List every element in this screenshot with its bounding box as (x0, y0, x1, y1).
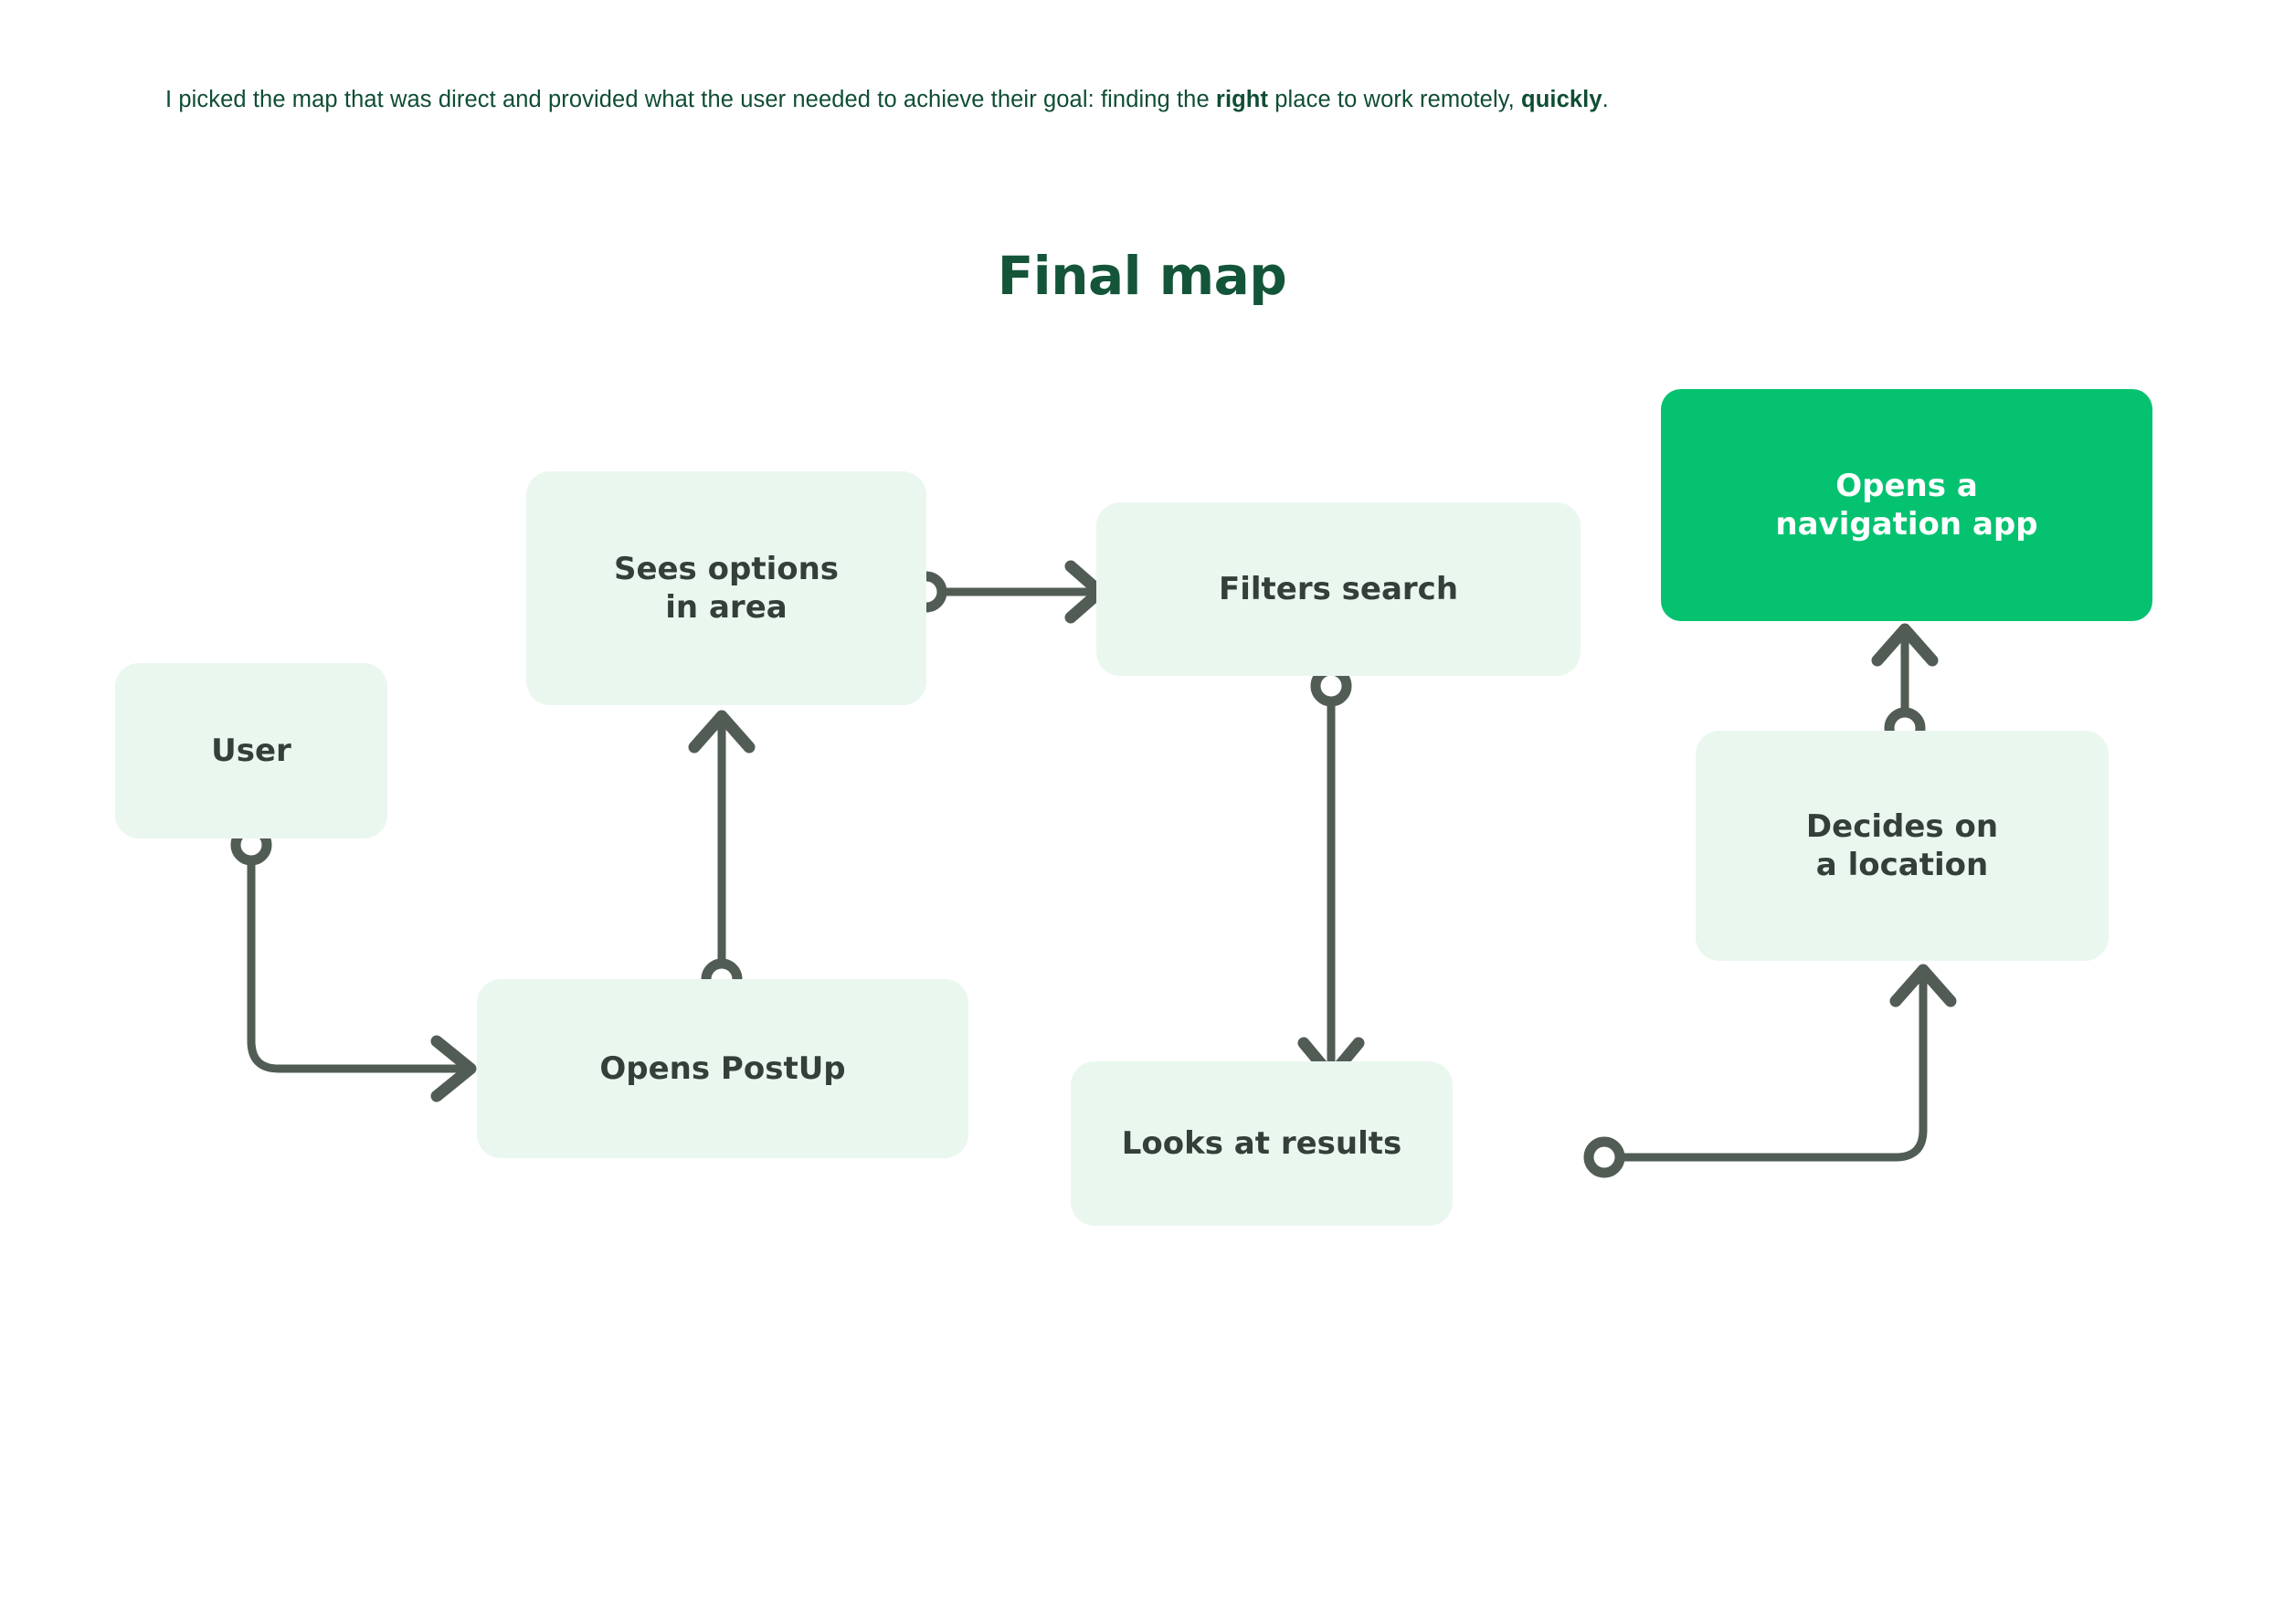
flow-node-label-line1: Sees options (613, 550, 840, 587)
flow-node-label-line2: a location (1815, 847, 1989, 883)
intro-text-suffix: . (1602, 87, 1609, 112)
intro-text-prefix: I picked the map that was direct and pro… (165, 87, 1216, 112)
flow-node-decides-on-a-location[interactable]: Decides on a location (1696, 731, 2109, 961)
flow-node-user[interactable]: User (115, 663, 387, 838)
flow-node-label-line2: navigation app (1775, 506, 2038, 543)
edge-decides-to-opens-nav (1871, 623, 1939, 749)
arrowhead-icon (1871, 623, 1939, 667)
flow-node-label: User (211, 732, 291, 769)
edge-sees-options-to-filters-search (905, 560, 1106, 624)
arrowhead-icon (688, 710, 756, 754)
flow-node-opens-a-navigation-app[interactable]: Opens a navigation app (1661, 389, 2152, 621)
flow-node-label: Sees options in area (614, 550, 839, 627)
flow-node-label-line1: Opens a (1835, 467, 1978, 504)
flow-node-label: Opens PostUp (599, 1049, 846, 1087)
edge-filters-search-to-looks-results (1297, 665, 1365, 1082)
arrowhead-icon (430, 1035, 477, 1102)
connector-dot-icon (1583, 1136, 1625, 1178)
intro-caption: I picked the map that was direct and pro… (165, 84, 2130, 115)
flow-node-filters-search[interactable]: Filters search (1096, 502, 1581, 676)
edge-user-to-opens-postup (230, 824, 477, 1102)
flow-node-label: Decides on a location (1806, 807, 1998, 885)
flow-node-sees-options[interactable]: Sees options in area (526, 471, 926, 705)
flow-node-label-line2: in area (665, 589, 788, 626)
edge-path (247, 852, 466, 1073)
edge-looks-results-to-decides (1583, 964, 1957, 1178)
intro-bold-quickly: quickly (1521, 87, 1602, 112)
intro-bold-right: right (1215, 87, 1269, 112)
flow-node-label: Looks at results (1121, 1124, 1402, 1162)
flow-node-label: Filters search (1218, 570, 1459, 607)
flow-node-label-line1: Decides on (1805, 807, 1999, 845)
arrowhead-icon (1889, 964, 1957, 1007)
edge-path (1615, 971, 1928, 1162)
flow-node-opens-postup[interactable]: Opens PostUp (477, 979, 968, 1158)
page-title: Final map (997, 245, 1287, 307)
edge-opens-postup-to-sees-options (688, 710, 756, 1000)
intro-text-middle: place to work remotely, (1268, 87, 1522, 112)
flow-node-label: Opens a navigation app (1775, 467, 2037, 544)
flow-node-looks-at-results[interactable]: Looks at results (1071, 1061, 1453, 1226)
